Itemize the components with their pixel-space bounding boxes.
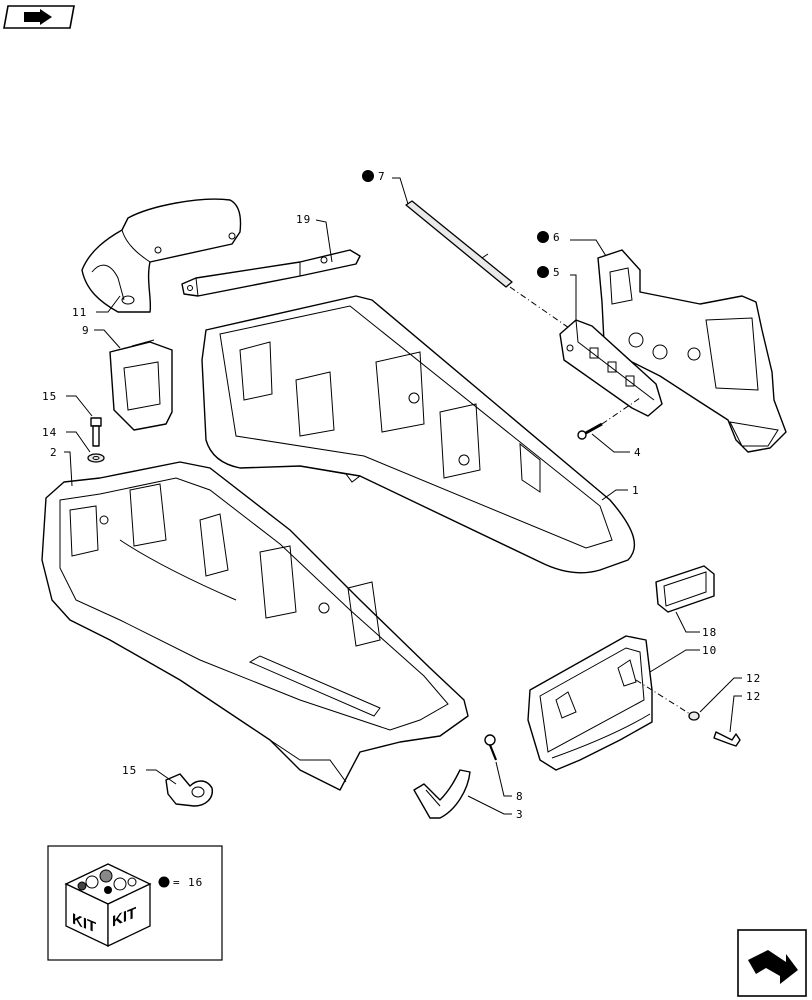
part-bracket-strip xyxy=(181,249,361,297)
part-p-clip xyxy=(165,773,213,807)
part-washer-11 xyxy=(688,711,700,721)
callout-14: 15 xyxy=(122,764,137,777)
leader-8 xyxy=(495,761,512,797)
part-washer-17 xyxy=(87,453,105,463)
leader-18 xyxy=(675,611,700,633)
callout-9: 9 xyxy=(82,324,90,337)
kit-number: 16 xyxy=(188,876,203,889)
leader-17 xyxy=(66,431,91,453)
kit-bullet-5 xyxy=(537,266,549,278)
callout-19: 19 xyxy=(296,213,311,226)
leader-5 xyxy=(570,274,577,322)
part-clip-plate xyxy=(109,339,173,431)
part-screw-8 xyxy=(484,734,498,761)
part-rod xyxy=(405,200,573,331)
callout-12: 12 xyxy=(746,690,761,703)
next-page-arrow-icon[interactable] xyxy=(737,929,807,997)
callout-13: 11 xyxy=(72,306,87,319)
kit-equals: = xyxy=(173,876,181,889)
callout-11: 12 xyxy=(746,672,761,685)
leader-3 xyxy=(467,795,512,815)
callout-4: 4 xyxy=(634,446,642,459)
callout-1: 1 xyxy=(632,484,640,497)
book-arrow-icon[interactable] xyxy=(3,5,75,29)
kit-bullet-6 xyxy=(537,231,549,243)
part-screw-4 xyxy=(577,397,641,440)
leader-10 xyxy=(649,649,700,673)
part-connector-block xyxy=(559,319,663,417)
part-lever-bracket xyxy=(597,249,787,453)
callout-10: 10 xyxy=(702,644,717,657)
callout-3: 3 xyxy=(516,808,524,821)
leader-12 xyxy=(729,695,742,733)
kit-legend: KIT KIT = 16 xyxy=(47,845,223,961)
kit-symbol xyxy=(158,876,170,888)
kit-bullet-7 xyxy=(362,170,374,182)
leader-1 xyxy=(601,489,628,501)
part-plug xyxy=(655,565,715,613)
part-lower-housing xyxy=(41,461,469,791)
callout-5: 5 xyxy=(553,266,561,279)
callout-2: 2 xyxy=(50,446,58,459)
leader-14 xyxy=(146,769,177,785)
leader-7 xyxy=(392,177,409,205)
leader-4 xyxy=(591,433,630,453)
part-bolt-15 xyxy=(90,417,102,447)
callout-17: 14 xyxy=(42,426,57,439)
leader-9 xyxy=(94,329,121,349)
part-cable-clip xyxy=(413,769,471,819)
callout-7: 7 xyxy=(378,170,386,183)
part-cover-cap xyxy=(81,198,242,313)
leader-2 xyxy=(64,451,73,487)
leader-15 xyxy=(66,395,93,417)
leader-19 xyxy=(315,219,333,263)
callout-18: 18 xyxy=(702,626,717,639)
callout-8: 8 xyxy=(516,790,524,803)
part-upper-housing xyxy=(201,295,636,574)
leader-6 xyxy=(570,239,607,257)
kit-box-icon xyxy=(64,863,152,948)
callout-15: 15 xyxy=(42,390,57,403)
leader-13 xyxy=(96,295,121,313)
part-cover-plate xyxy=(527,635,691,771)
callout-6: 6 xyxy=(553,231,561,244)
part-bolt-12 xyxy=(713,731,741,747)
leader-11 xyxy=(699,677,742,713)
